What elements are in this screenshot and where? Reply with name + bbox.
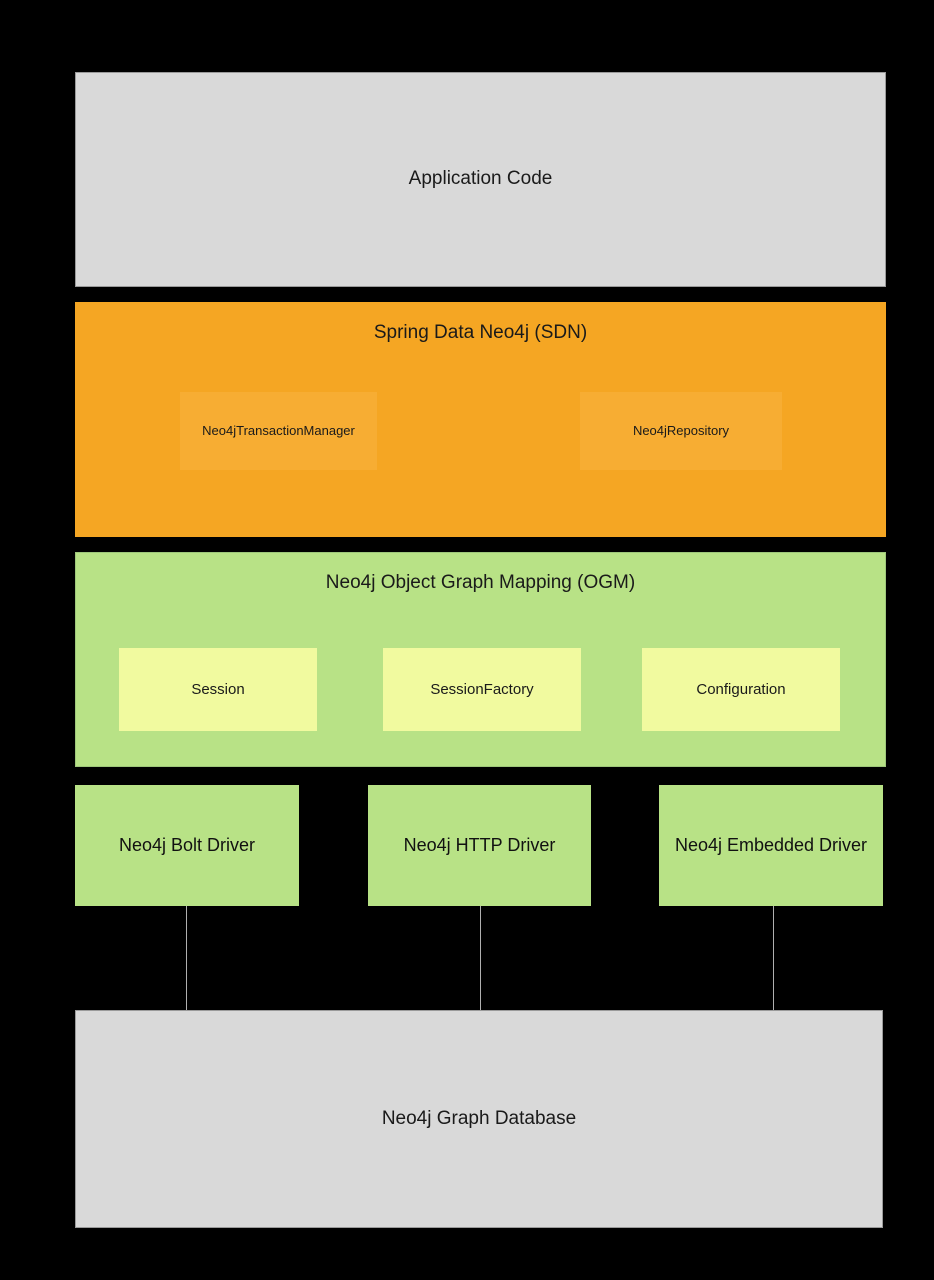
driver-neo4j-http[interactable]: Neo4j HTTP Driver: [368, 785, 591, 906]
neo4j-graph-database[interactable]: Neo4j Graph Database: [75, 1010, 883, 1228]
neo4j-http-driver-label: Neo4j HTTP Driver: [403, 834, 556, 855]
connector-http-to-database: [480, 906, 481, 1010]
component-configuration[interactable]: Configuration: [642, 648, 840, 731]
driver-neo4j-embedded[interactable]: Neo4j Embedded Driver: [659, 785, 883, 906]
neo4j-embedded-driver-label: Neo4j Embedded Driver: [674, 834, 868, 855]
application-code-label: Application Code: [408, 168, 553, 190]
neo4j-graph-database-label: Neo4j Graph Database: [381, 1107, 577, 1129]
neo4j-ogm-label: Neo4j Object Graph Mapping (OGM): [325, 572, 636, 593]
connector-embedded-to-database: [773, 906, 774, 1010]
component-neo4j-transaction-manager[interactable]: Neo4jTransactionManager: [180, 392, 377, 470]
session-factory-label: SessionFactory: [430, 680, 534, 698]
layer-application-code[interactable]: Application Code: [75, 72, 886, 287]
component-neo4j-repository[interactable]: Neo4jRepository: [580, 392, 782, 470]
configuration-label: Configuration: [696, 680, 786, 698]
component-session[interactable]: Session: [119, 648, 317, 731]
driver-neo4j-bolt[interactable]: Neo4j Bolt Driver: [75, 785, 299, 906]
spring-data-neo4j-label: Spring Data Neo4j (SDN): [373, 322, 588, 343]
session-label: Session: [191, 680, 245, 698]
neo4j-repository-label: Neo4jRepository: [632, 423, 730, 439]
neo4j-bolt-driver-label: Neo4j Bolt Driver: [118, 834, 256, 855]
neo4j-transaction-manager-label: Neo4jTransactionManager: [202, 423, 355, 439]
component-session-factory[interactable]: SessionFactory: [383, 648, 581, 731]
connector-bolt-to-database: [186, 906, 187, 1010]
